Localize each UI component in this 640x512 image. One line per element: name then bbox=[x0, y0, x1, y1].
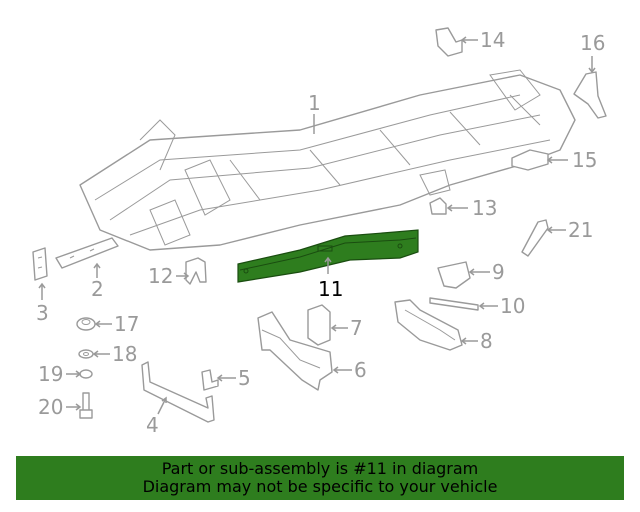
callout-9: 9 bbox=[492, 260, 505, 284]
callout-18: 18 bbox=[112, 342, 137, 366]
callout-21: 21 bbox=[568, 218, 593, 242]
part-13-bracket[interactable] bbox=[429, 197, 447, 215]
part-5-clip[interactable] bbox=[201, 369, 219, 391]
callout-1: 1 bbox=[308, 91, 321, 115]
part-4-crossmember[interactable] bbox=[141, 361, 215, 423]
part-12-bracket[interactable] bbox=[185, 257, 207, 285]
callout-19: 19 bbox=[38, 362, 63, 386]
part-17-bushing[interactable] bbox=[76, 317, 96, 331]
callout-7: 7 bbox=[350, 316, 363, 340]
leader-lines bbox=[38, 36, 596, 415]
part-7-bracket[interactable] bbox=[307, 304, 331, 346]
callout-12: 12 bbox=[148, 264, 173, 288]
part-14-bracket[interactable] bbox=[435, 27, 463, 57]
part-16-bracket[interactable] bbox=[573, 71, 607, 119]
part-19-nut[interactable] bbox=[79, 369, 93, 379]
part-9-bracket[interactable] bbox=[437, 261, 471, 289]
part-15-plate[interactable] bbox=[511, 149, 549, 171]
callout-13: 13 bbox=[472, 196, 497, 220]
part-11-frame-rail[interactable] bbox=[237, 229, 419, 283]
frame-assembly[interactable] bbox=[79, 69, 576, 251]
callout-16: 16 bbox=[580, 31, 605, 55]
part-21-bracket[interactable] bbox=[521, 219, 549, 257]
part-8-crossmember[interactable] bbox=[394, 299, 463, 351]
callout-2: 2 bbox=[91, 277, 104, 301]
part-3-plate[interactable] bbox=[32, 247, 48, 281]
callout-14: 14 bbox=[480, 28, 505, 52]
part-18-washer[interactable] bbox=[78, 349, 94, 359]
callout-20: 20 bbox=[38, 395, 63, 419]
callout-3: 3 bbox=[36, 301, 49, 325]
footer-banner: Part or sub-assembly is #11 in diagram D… bbox=[16, 456, 624, 500]
callout-5: 5 bbox=[238, 366, 251, 390]
callout-17: 17 bbox=[114, 312, 139, 336]
callout-11: 11 bbox=[318, 277, 343, 301]
callout-8: 8 bbox=[480, 329, 493, 353]
part-10-rail[interactable] bbox=[429, 297, 479, 311]
part-20-bolt[interactable] bbox=[79, 392, 93, 419]
part-2-bracket[interactable] bbox=[55, 237, 119, 269]
callout-15: 15 bbox=[572, 148, 597, 172]
part-6-crossmember[interactable] bbox=[257, 311, 333, 391]
parts-diagram: 1 2 3 4 5 6 7 8 9 10 11 12 13 14 15 16 1… bbox=[32, 27, 607, 437]
callout-4: 4 bbox=[146, 413, 159, 437]
footer-line-1: Part or sub-assembly is #11 in diagram bbox=[161, 459, 479, 478]
callout-10: 10 bbox=[500, 294, 525, 318]
callout-6: 6 bbox=[354, 358, 367, 382]
footer-line-2: Diagram may not be specific to your vehi… bbox=[142, 477, 498, 496]
